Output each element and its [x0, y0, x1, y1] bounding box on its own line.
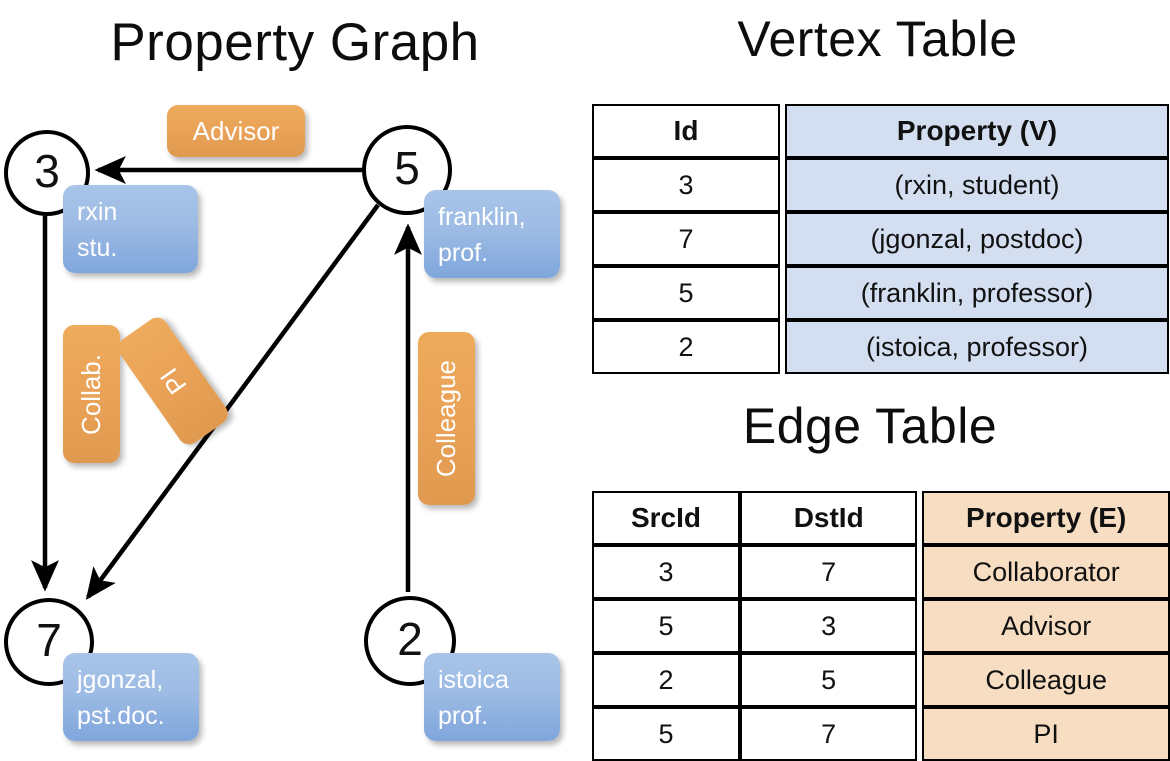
table-row[interactable]: 3 7 Collaborator: [592, 545, 1170, 599]
vertex-table-header-property: Property (V): [785, 104, 1169, 158]
page-title-edge-table: Edge Table: [742, 398, 998, 454]
page-title-vertex-table: Vertex Table: [737, 11, 1018, 67]
vertex-id-cell: 2: [592, 320, 780, 374]
graph-vertex-2[interactable]: 2: [364, 596, 456, 686]
graph-vertex-3-id: 3: [34, 145, 60, 197]
vertex-id-cell: 3: [592, 158, 780, 212]
vertex-property-box-franklin: franklin, prof.: [424, 190, 560, 278]
table-header-row: SrcId DstId Property (E): [592, 491, 1170, 545]
vertex-property-line-2: prof.: [438, 239, 489, 268]
vertex-property-line-2: pst.doc.: [77, 702, 165, 731]
table-row[interactable]: 2 5 Colleague: [592, 653, 1170, 707]
vertex-property-line-2: prof.: [438, 702, 489, 731]
edge-src-cell: 2: [592, 653, 740, 707]
vertex-table: Id Property (V) 3 (rxin, student) 7 (jgo…: [592, 104, 1169, 374]
page-title-property-graph: Property Graph: [110, 13, 480, 72]
table-row[interactable]: 2 (istoica, professor): [592, 320, 1169, 374]
edge-label-box-advisor: Advisor: [167, 105, 305, 157]
graph-vertex-5[interactable]: 5: [362, 125, 452, 215]
edge-label-text-pi: PI: [153, 362, 192, 400]
edge-5-to-7-pi: [85, 203, 380, 600]
table-row[interactable]: 5 3 Advisor: [592, 599, 1170, 653]
graph-vertex-2-id: 2: [397, 613, 423, 665]
edge-property-cell: Collaborator: [922, 545, 1170, 599]
table-row[interactable]: 7 (jgonzal, postdoc): [592, 212, 1169, 266]
edge-label-box-collab: Collab.: [63, 325, 120, 463]
property-graph-diagram: 3 5 7 2 rxin stu. franklin, prof. jgonza…: [4, 105, 560, 741]
table-row[interactable]: 5 7 PI: [592, 707, 1170, 761]
vertex-property-cell: (franklin, professor): [785, 266, 1169, 320]
vertex-property-line-1: franklin,: [438, 203, 526, 231]
vertex-table-header-id: Id: [592, 104, 780, 158]
graph-edge-lines: [31, 156, 422, 600]
vertex-property-box-istoica: istoica prof.: [424, 653, 560, 741]
edge-table: SrcId DstId Property (E) 3 7 Collaborato…: [592, 491, 1170, 761]
edge-property-cell: PI: [922, 707, 1170, 761]
graph-vertex-7-id: 7: [36, 614, 62, 666]
edge-property-cell: Colleague: [922, 653, 1170, 707]
vertex-property-line-1: jgonzal,: [77, 666, 164, 694]
edge-src-cell: 3: [592, 545, 740, 599]
edge-dst-cell: 7: [739, 545, 918, 599]
vertex-property-box-rxin: rxin stu.: [63, 185, 198, 273]
table-row[interactable]: 3 (rxin, student): [592, 158, 1169, 212]
vertex-id-cell: 5: [592, 266, 780, 320]
edge-src-cell: 5: [592, 599, 740, 653]
edge-table-header-property: Property (E): [922, 491, 1170, 545]
edge-table-header-dstid: DstId: [739, 491, 918, 545]
vertex-property-line-1: istoica: [438, 666, 509, 694]
edge-property-cell: Advisor: [922, 599, 1170, 653]
vertex-property-box-jgonzal: jgonzal, pst.doc.: [63, 653, 199, 741]
edge-label-text-colleague: Colleague: [431, 359, 461, 478]
edge-label-text-collab: Collab.: [76, 353, 106, 435]
edge-src-cell: 5: [592, 707, 740, 761]
vertex-id-cell: 7: [592, 212, 780, 266]
vertex-property-cell: (istoica, professor): [785, 320, 1169, 374]
edge-label-text-advisor: Advisor: [192, 115, 280, 146]
graph-vertex-5-id: 5: [394, 142, 420, 194]
table-header-row: Id Property (V): [592, 104, 1169, 158]
edge-label-box-colleague: Colleague: [418, 332, 475, 505]
table-row[interactable]: 5 (franklin, professor): [592, 266, 1169, 320]
vertex-property-line-1: rxin: [77, 198, 118, 226]
edge-dst-cell: 5: [739, 653, 918, 707]
edge-table-header-srcid: SrcId: [592, 491, 740, 545]
edge-dst-cell: 3: [739, 599, 918, 653]
vertex-property-cell: (rxin, student): [785, 158, 1169, 212]
vertex-property-line-2: stu.: [77, 234, 118, 263]
vertex-property-cell: (jgonzal, postdoc): [785, 212, 1169, 266]
edge-dst-cell: 7: [739, 707, 918, 761]
